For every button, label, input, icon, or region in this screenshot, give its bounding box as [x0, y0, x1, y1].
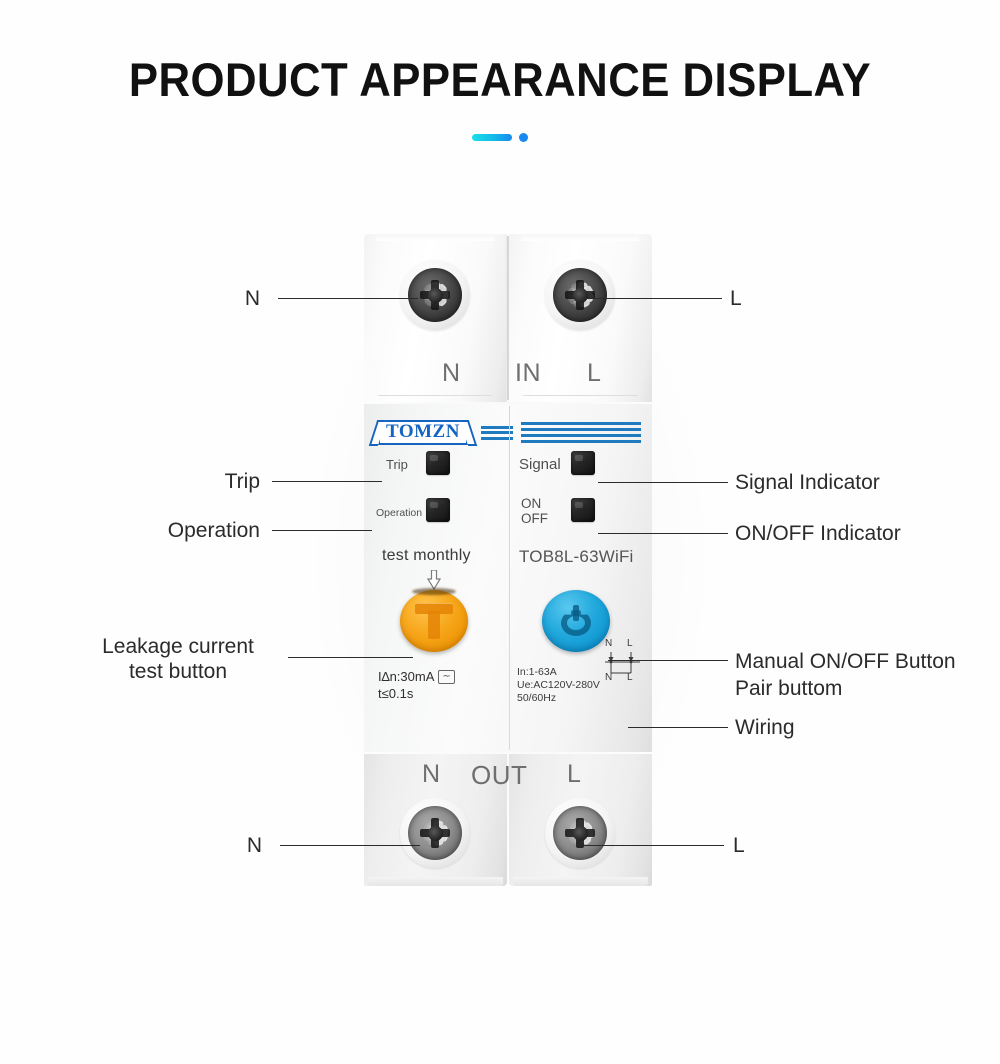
callout-wiring: Wiring: [735, 716, 795, 739]
title-divider: [0, 130, 1000, 144]
terminal-label-n-out: N: [422, 760, 441, 788]
callout-l-out: L: [733, 834, 745, 857]
page-title: PRODUCT APPEARANCE DISPLAY: [128, 53, 872, 106]
divider-dot-icon: [519, 132, 528, 142]
leader-line-n-in: [278, 298, 418, 299]
spec-voltage-range: Ue:AC120V-280V: [517, 679, 600, 691]
onoff-indicator-led: [571, 498, 595, 522]
callout-l-in: L: [730, 287, 742, 310]
top-right-module: IN L: [509, 234, 652, 402]
signal-indicator-led: [571, 451, 595, 475]
terminal-label-l-out: L: [567, 760, 582, 788]
callout-operation: Operation: [167, 519, 260, 542]
leader-line-l-in: [584, 298, 722, 299]
wiring-schematic: N L N L: [600, 638, 648, 686]
spec-trip-time: t≤0.1s: [378, 686, 414, 701]
screw-icon: [553, 268, 607, 322]
operation-indicator-led: [426, 498, 450, 522]
leader-line-operation: [272, 530, 372, 531]
spec-residual-current: I∆n:30mA: [378, 669, 435, 684]
on-label: ON: [521, 496, 542, 511]
terminal-screw-well-n-in: [400, 260, 470, 330]
din-rail-foot: [513, 877, 648, 886]
callout-signal-indicator: Signal Indicator: [735, 471, 880, 494]
top-left-module: N: [364, 234, 507, 402]
terminal-label-in: IN: [515, 359, 541, 387]
leader-line-n-out: [280, 845, 420, 846]
operation-label: Operation: [376, 507, 423, 519]
module-seam-top: [507, 236, 509, 400]
screw-icon: [408, 268, 462, 322]
top-notch: [521, 234, 639, 241]
terminal-screw-well-l-out: [545, 798, 615, 868]
callout-onoff-indicator: ON/OFF Indicator: [735, 522, 901, 545]
wiring-label-l-bottom: L: [627, 672, 633, 683]
spec-ratings: In:1-63A Ue:AC120V-280V 50/60Hz: [517, 666, 600, 705]
bottom-right-module: OUT L: [471, 754, 652, 886]
leader-line-l-out: [584, 845, 724, 846]
terminal-label-l-in: L: [587, 359, 602, 387]
terminal-label-n-in: N: [442, 359, 461, 387]
callout-n-in: N: [244, 287, 260, 310]
signal-label: Signal: [519, 456, 561, 473]
leader-line-signal-indicator: [598, 482, 728, 483]
bottom-left-module: N: [364, 754, 507, 886]
terminal-label-out: OUT: [471, 760, 528, 790]
face-seam: [509, 406, 510, 750]
decorative-stripes-icon: [521, 422, 641, 443]
trip-indicator-led: [426, 451, 450, 475]
callout-trip: Trip: [224, 470, 260, 493]
leader-line-wiring: [628, 727, 728, 728]
screw-icon: [408, 806, 462, 860]
brand-logo: TOMZN: [378, 420, 513, 445]
wiring-label-n-bottom: N: [605, 672, 613, 683]
test-button-t-glyph: [415, 603, 453, 639]
callout-manual-onoff: Manual ON/OFF Button Pair buttom: [735, 650, 956, 700]
leader-line-trip: [272, 481, 382, 482]
leakage-test-button[interactable]: [400, 588, 468, 652]
spec-frequency: 50/60Hz: [517, 692, 557, 704]
wiring-label-n-top: N: [605, 638, 613, 649]
leader-line-leakage-test: [288, 657, 413, 658]
device-front-face: TOMZN Trip Operation Signal ON OFF test …: [364, 404, 652, 752]
callout-leakage-test: Leakage current test button: [102, 635, 254, 683]
spec-leakage: I∆n:30mA∼ t≤0.1s: [378, 668, 455, 702]
leader-line-onoff-indicator: [598, 533, 728, 534]
power-icon: [561, 605, 591, 636]
terminal-screw-well-l-in: [545, 260, 615, 330]
trip-label: Trip: [386, 457, 408, 472]
leader-line-manual-onoff: [608, 660, 728, 661]
arrow-down-icon: [426, 569, 442, 591]
onoff-label: ON OFF: [521, 496, 548, 526]
ac-symbol-icon: ∼: [438, 670, 455, 684]
wiring-label-l-top: L: [627, 638, 633, 649]
divider-bar-icon: [472, 133, 512, 141]
brand-logo-bars-icon: [480, 425, 513, 440]
din-rail-foot: [368, 877, 503, 886]
off-label: OFF: [521, 511, 548, 526]
brand-logo-text: TOMZN: [378, 420, 468, 445]
callout-n-out: N: [246, 834, 262, 857]
product-device-image: N IN L TOMZN: [364, 230, 652, 890]
screw-icon: [553, 806, 607, 860]
model-name-label: TOB8L-63WiFi: [519, 547, 634, 566]
terminal-screw-well-n-out: [400, 798, 470, 868]
top-notch: [376, 234, 494, 241]
spec-current-range: In:1-63A: [517, 666, 557, 678]
manual-onoff-power-button[interactable]: [542, 590, 610, 652]
test-monthly-label: test monthly: [382, 547, 471, 564]
